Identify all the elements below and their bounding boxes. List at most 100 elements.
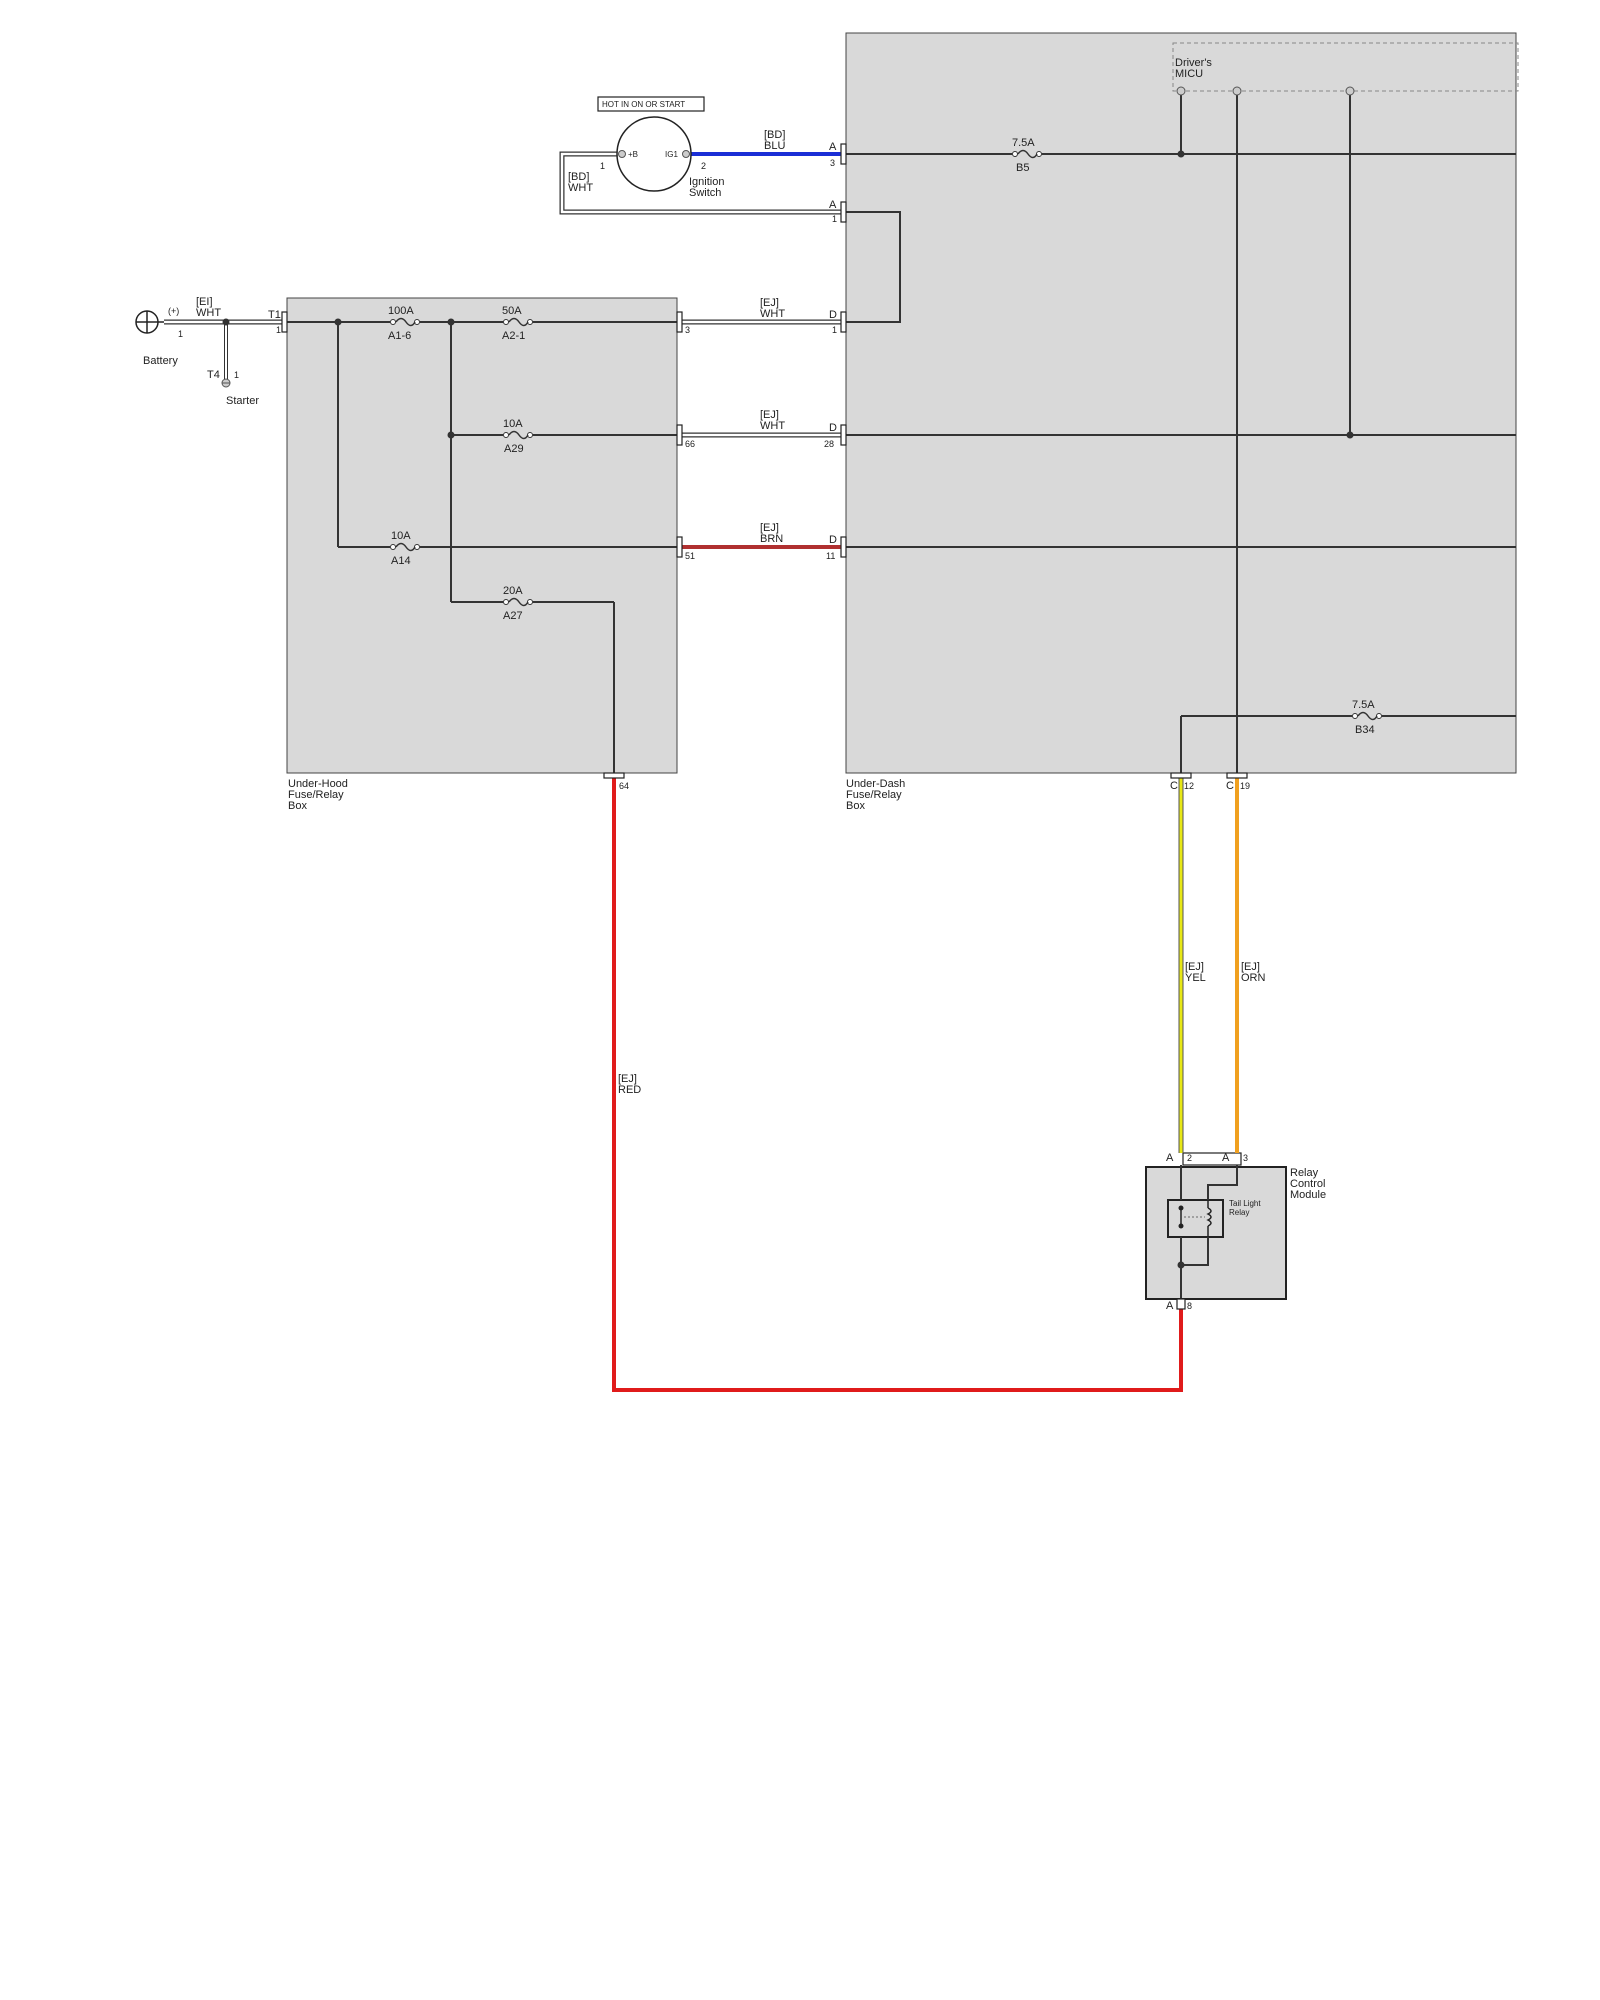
wire-d28-harness: [EJ] — [760, 409, 779, 421]
ignition-switch-icon: +B IG1 — [597, 96, 705, 192]
fuse-a27: 20A A27 — [503, 585, 533, 622]
fuse-b5-rating: 7.5A — [1012, 137, 1035, 149]
fuse-a29-rating: 10A — [503, 418, 523, 430]
under-hood-box-label-3: Box — [288, 800, 307, 812]
conn-a2-letter: A — [1166, 1152, 1174, 1164]
conn-uh66-block — [676, 424, 683, 446]
relay-label-1: Tail Light — [1229, 1199, 1261, 1208]
fuse-b5-id: B5 — [1016, 162, 1029, 174]
ignition-condition-box — [597, 96, 705, 112]
relay-label-2: Relay — [1229, 1208, 1249, 1217]
conn-uh64-block — [603, 772, 625, 779]
conn-uh51-pin: 51 — [685, 551, 695, 561]
conn-c12-block — [1170, 772, 1192, 779]
ground-icon — [221, 378, 231, 388]
conn-uh3-pin: 3 — [685, 325, 690, 335]
connector-blocks — [281, 143, 1248, 1310]
fuse-a14: 10A A14 — [390, 530, 420, 567]
conn-d1-block — [840, 311, 847, 333]
conn-a3-pin: 3 — [830, 158, 835, 168]
wires — [164, 91, 1516, 1392]
battery-terminal-label: (+) — [168, 306, 179, 316]
relay-coil-box — [1167, 1199, 1224, 1238]
under-hood-box-body — [286, 297, 678, 774]
conn-a3m-letter: A — [1222, 1152, 1230, 1164]
conn-t1-pin: 1 — [276, 325, 281, 335]
relay-control-module: Relay Control Module Tail Light Relay — [1145, 1152, 1326, 1300]
relay-header-connector — [1182, 1152, 1242, 1166]
relay-module-label-3: Module — [1290, 1189, 1326, 1201]
ignition-term-ig1: IG1 — [665, 150, 678, 159]
wire-red-color: RED — [618, 1084, 641, 1096]
fuse-b5: 7.5A B5 — [1012, 137, 1042, 174]
under-hood-box-label-1: Under-Hood — [288, 778, 348, 790]
conn-uh64-pin: 64 — [619, 781, 629, 791]
ignition-pin-ig1: 2 — [701, 161, 706, 171]
fuse-a29: 10A A29 — [503, 418, 533, 455]
conn-c19-pin: 19 — [1240, 781, 1250, 791]
conn-d1-letter: D — [829, 309, 837, 321]
conn-a8-pin: 8 — [1187, 1301, 1192, 1311]
fuse-a1-6: 100A A1-6 — [388, 305, 420, 342]
conn-a3m-pin: 3 — [1243, 1153, 1248, 1163]
wire-d11-harness: [EJ] — [760, 522, 779, 534]
conn-uh51-block — [676, 536, 683, 558]
conn-c19-letter: C — [1226, 780, 1234, 792]
fuse-a2-1-id: A2-1 — [502, 330, 525, 342]
ignition-pin-b: 1 — [600, 161, 605, 171]
wire-d1-harness: [EJ] — [760, 297, 779, 309]
battery-pin-label: 1 — [178, 329, 183, 339]
battery-label: Battery — [143, 355, 178, 367]
conn-a3-letter: A — [829, 141, 837, 153]
starter-label: Starter — [226, 395, 259, 407]
under-dash-box-label-1: Under-Dash — [846, 778, 905, 790]
conn-a8-letter: A — [1166, 1300, 1174, 1312]
conn-d11-pin: 11 — [826, 551, 835, 561]
fuse-a29-id: A29 — [504, 443, 524, 455]
conn-uh66-pin: 66 — [685, 439, 695, 449]
relay-module-label-1: Relay — [1290, 1167, 1319, 1179]
conn-a1-pin: 1 — [832, 214, 837, 224]
ignition-condition-text: HOT IN ON OR START — [602, 100, 685, 109]
ignition-term-b: +B — [628, 150, 638, 159]
wire-ign-feed-harness: [BD] — [568, 171, 589, 183]
relay-module-label-2: Control — [1290, 1178, 1325, 1190]
conn-d28-block — [840, 424, 847, 446]
fuse-a1-6-rating: 100A — [388, 305, 414, 317]
conn-a1-block — [840, 201, 847, 223]
conn-d11-letter: D — [829, 534, 837, 546]
wire-c12-color: YEL — [1185, 972, 1206, 984]
conn-d11-block — [840, 536, 847, 558]
fuse-a1-6-id: A1-6 — [388, 330, 411, 342]
wire-d11-color: BRN — [760, 533, 783, 545]
wire-d28-color: WHT — [760, 420, 785, 432]
under-dash-box-label-2: Fuse/Relay — [846, 789, 902, 801]
battery-icon — [135, 310, 164, 334]
wire-battery-color: WHT — [196, 307, 221, 319]
conn-a1-letter: A — [829, 199, 837, 211]
conn-c19-block — [1226, 772, 1248, 779]
conn-c12-pin: 12 — [1184, 781, 1194, 791]
fuse-a14-rating: 10A — [391, 530, 411, 542]
starter-pin-label: 1 — [234, 370, 239, 380]
wire-d1-color: WHT — [760, 308, 785, 320]
fuse-a2-1: 50A A2-1 — [502, 305, 533, 342]
wire-labels: [EI] WHT [BD] WHT [BD] BLU [EJ] WHT [EJ]… — [196, 129, 1266, 1096]
micu-label-2: MICU — [1175, 68, 1203, 80]
wire-ign-out-color: BLU — [764, 140, 785, 152]
fuse-b34-rating: 7.5A — [1352, 699, 1375, 711]
ignition-label-2: Switch — [689, 187, 721, 199]
under-hood-box-label-2: Fuse/Relay — [288, 789, 344, 801]
fuse-b34-id: B34 — [1355, 724, 1375, 736]
conn-d1-pin: 1 — [832, 325, 837, 335]
relay-module-body — [1145, 1166, 1287, 1300]
wire-ign-feed-color: WHT — [568, 182, 593, 194]
conn-uh3-block — [676, 311, 683, 333]
conn-a8-block — [1176, 1298, 1186, 1310]
starter-connector-label: T4 — [207, 369, 220, 381]
conn-a3-block — [840, 143, 847, 165]
wire-c12-harness: [EJ] — [1185, 961, 1204, 973]
wire-c19-harness: [EJ] — [1241, 961, 1260, 973]
ignition-label-1: Ignition — [689, 176, 724, 188]
